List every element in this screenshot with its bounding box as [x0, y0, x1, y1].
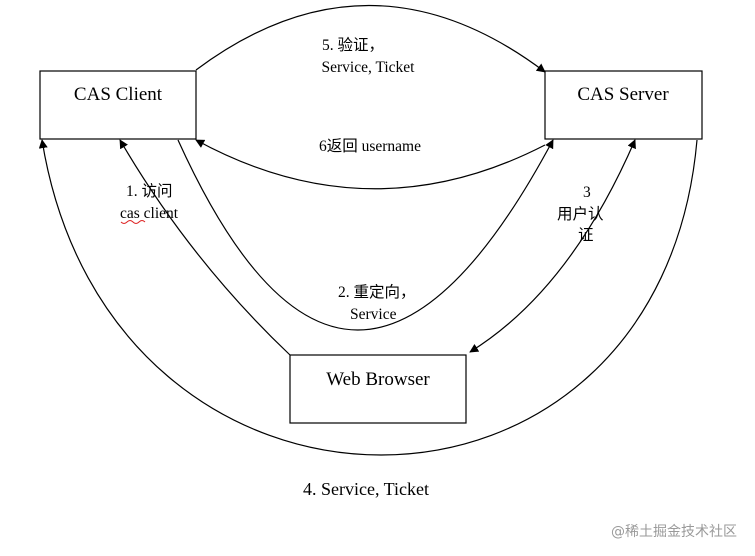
web-browser-label: Web Browser — [326, 369, 430, 390]
cas-client-label: CAS Client — [74, 84, 163, 105]
step4-label: 4. Service, Ticket — [303, 479, 429, 499]
cas-client-node: CAS Client — [39, 70, 197, 140]
step1-label-line1: 1. 访问 — [126, 182, 173, 200]
step2-label-line1: 2. 重定向， — [338, 283, 416, 301]
step3-label-line2: 用户认 — [557, 205, 604, 223]
spellcheck-underline — [120, 220, 146, 224]
edge-step4-service-ticket — [38, 139, 698, 456]
step5-label-line1: 5. 验证， — [322, 36, 384, 54]
edge-step1-access-client — [119, 139, 291, 356]
watermark-text: @稀土掘金技术社区 — [611, 524, 737, 540]
edge-step2-redirect — [177, 139, 554, 331]
cas-server-label: CAS Server — [577, 84, 669, 105]
step5-label-line2: Service, Ticket — [322, 59, 416, 76]
cas-server-node: CAS Server — [544, 70, 703, 140]
step6-label: 6返回 username — [319, 137, 421, 155]
web-browser-node: Web Browser — [289, 354, 467, 424]
step1-label-line2: cas client — [120, 205, 179, 222]
step2-label-line2: Service — [350, 306, 397, 323]
edge-step5-validate — [195, 5, 546, 73]
edge-step3-user-auth — [469, 139, 636, 353]
step3-label-line3: 证 — [578, 226, 594, 244]
step3-label-line1: 3 — [583, 184, 591, 201]
